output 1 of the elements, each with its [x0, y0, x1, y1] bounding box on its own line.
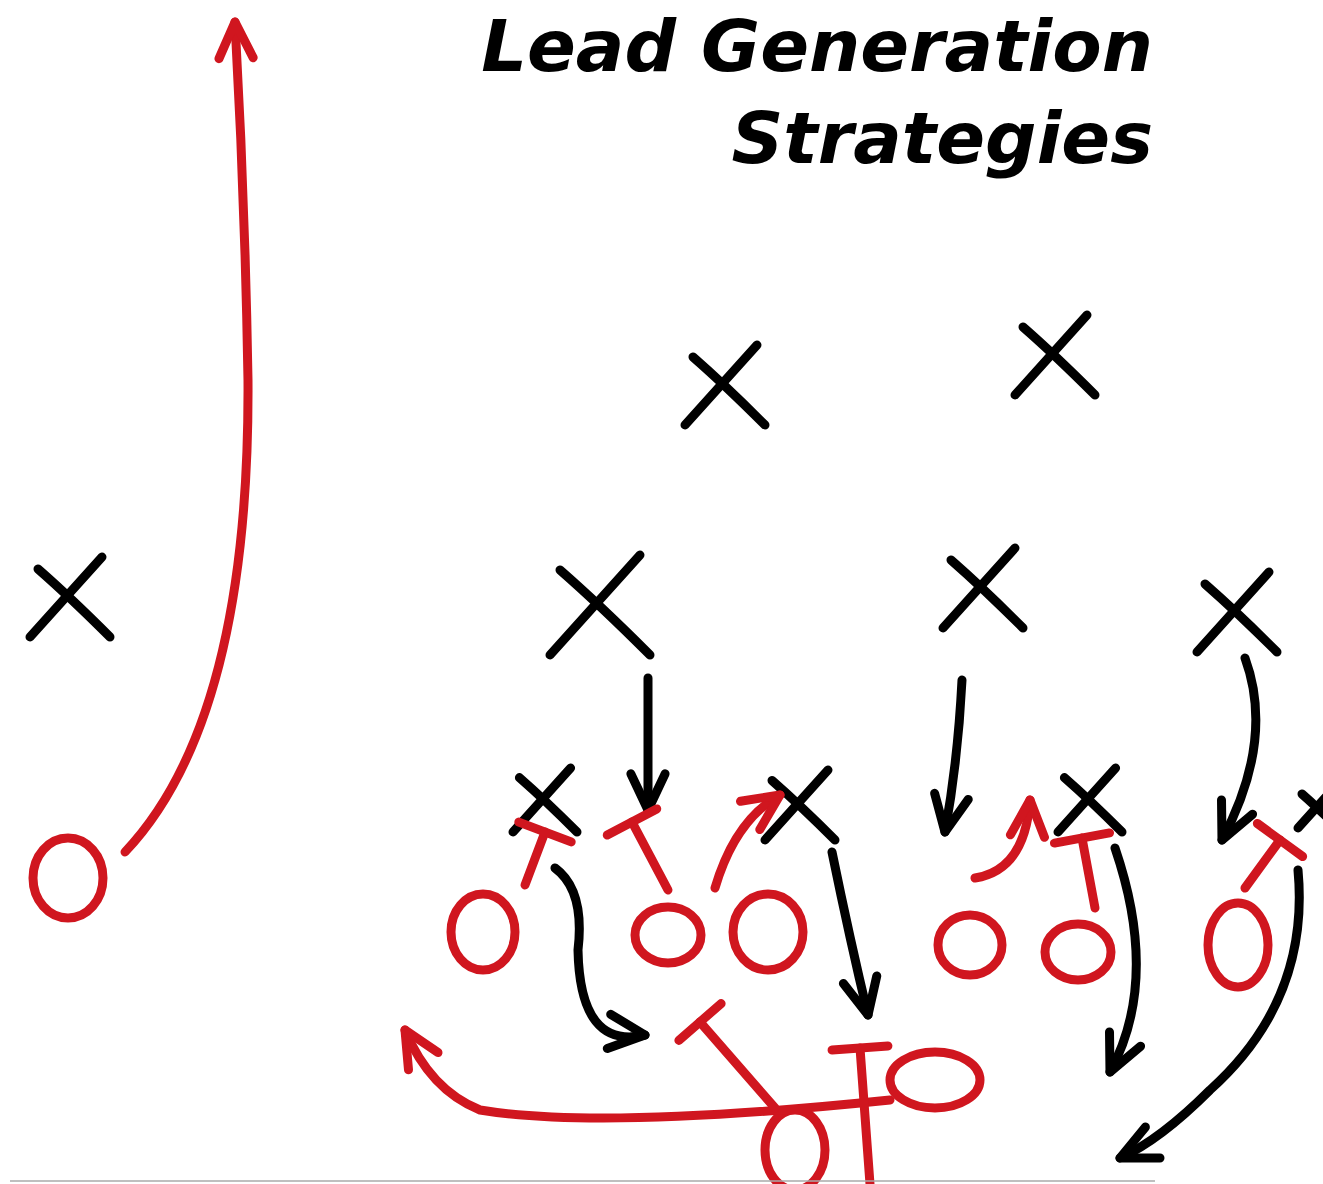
title: Lead Generation Strategies [480, 3, 1153, 182]
